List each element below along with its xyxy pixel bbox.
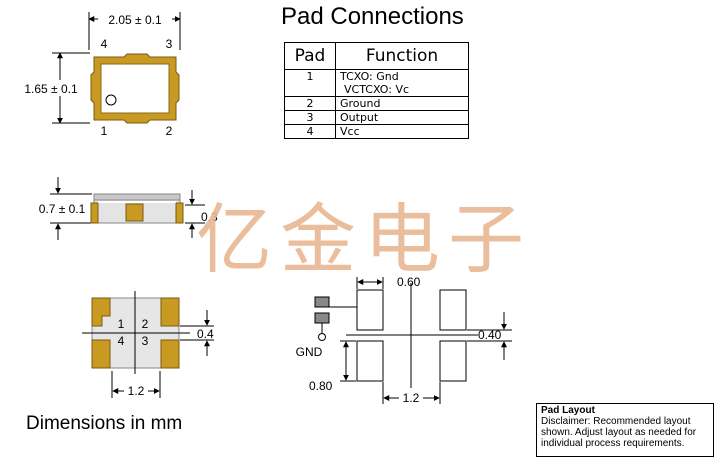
header-function: Function	[335, 42, 469, 70]
gnd-label: GND	[296, 345, 323, 359]
header-pad: Pad	[284, 42, 336, 70]
pad-cell: 1	[284, 69, 336, 97]
bottom-pad-dim: 0.4	[197, 327, 214, 341]
table-row: 4 Vcc	[284, 124, 469, 139]
watermark: 亿金电子	[196, 195, 532, 284]
function-cell: Output	[335, 110, 469, 125]
pad-dim-right: 0.40	[478, 328, 502, 342]
top-view: 2.05 ± 0.1 1.65 ± 0.1 4 3 1 2	[18, 11, 181, 138]
dimensions-note: Dimensions in mm	[26, 413, 183, 434]
pad-cell: 2	[284, 96, 336, 111]
pad-dim-bottom: 1.2	[403, 391, 420, 405]
bottom-view: 1 2 4 3 0.4 1.2	[82, 291, 214, 398]
top-pin3: 3	[166, 37, 173, 51]
pad-layout: GND 0.60 0.40 0.80 1.2	[296, 275, 512, 405]
top-height-dim: 1.65 ± 0.1	[24, 82, 78, 96]
pad-cell: 4	[284, 124, 336, 139]
bottom-pin1: 1	[118, 317, 125, 331]
side-pad-dim: 0.3	[201, 210, 218, 224]
disclaimer-box: Pad Layout Disclaimer: Recommended layou…	[536, 403, 714, 457]
function-line: VCTCXO: Vc	[344, 83, 410, 96]
table-row: 2 Ground	[284, 96, 469, 111]
bottom-pin2: 2	[142, 317, 149, 331]
side-view: 0.7 ± 0.1 0.3	[39, 177, 218, 240]
bottom-pin3: 3	[142, 334, 149, 348]
function-cell: Ground	[335, 96, 469, 111]
function-cell: TCXO: Gnd VCTCXO: Vc	[335, 69, 469, 97]
pad-dim-left: 0.80	[309, 379, 333, 393]
page-title: Pad Connections	[281, 3, 464, 30]
function-cell: Vcc	[335, 124, 469, 139]
side-height-dim: 0.7 ± 0.1	[39, 202, 86, 216]
bottom-spacing-dim: 1.2	[128, 384, 145, 398]
table-row: 1 TCXO: Gnd VCTCXO: Vc	[284, 69, 469, 97]
function-line: TCXO: Gnd	[340, 70, 399, 83]
pad-dim-top: 0.60	[397, 275, 421, 289]
bottom-pin4: 4	[118, 334, 125, 348]
table-row: 3 Output	[284, 110, 469, 125]
top-pin1: 1	[101, 124, 108, 138]
disclaimer-heading: Pad Layout	[541, 405, 595, 416]
table-header-row: Pad Function	[284, 42, 469, 70]
pad-cell: 3	[284, 110, 336, 125]
top-width-dim: 2.05 ± 0.1	[108, 13, 162, 27]
disclaimer-text: Disclaimer: Recommended layout shown. Ad…	[541, 416, 697, 449]
top-pin2: 2	[166, 124, 173, 138]
top-pin4: 4	[101, 37, 108, 51]
pad-connections-table: Pad Function 1 TCXO: Gnd VCTCXO: Vc 2 Gr…	[284, 42, 469, 139]
